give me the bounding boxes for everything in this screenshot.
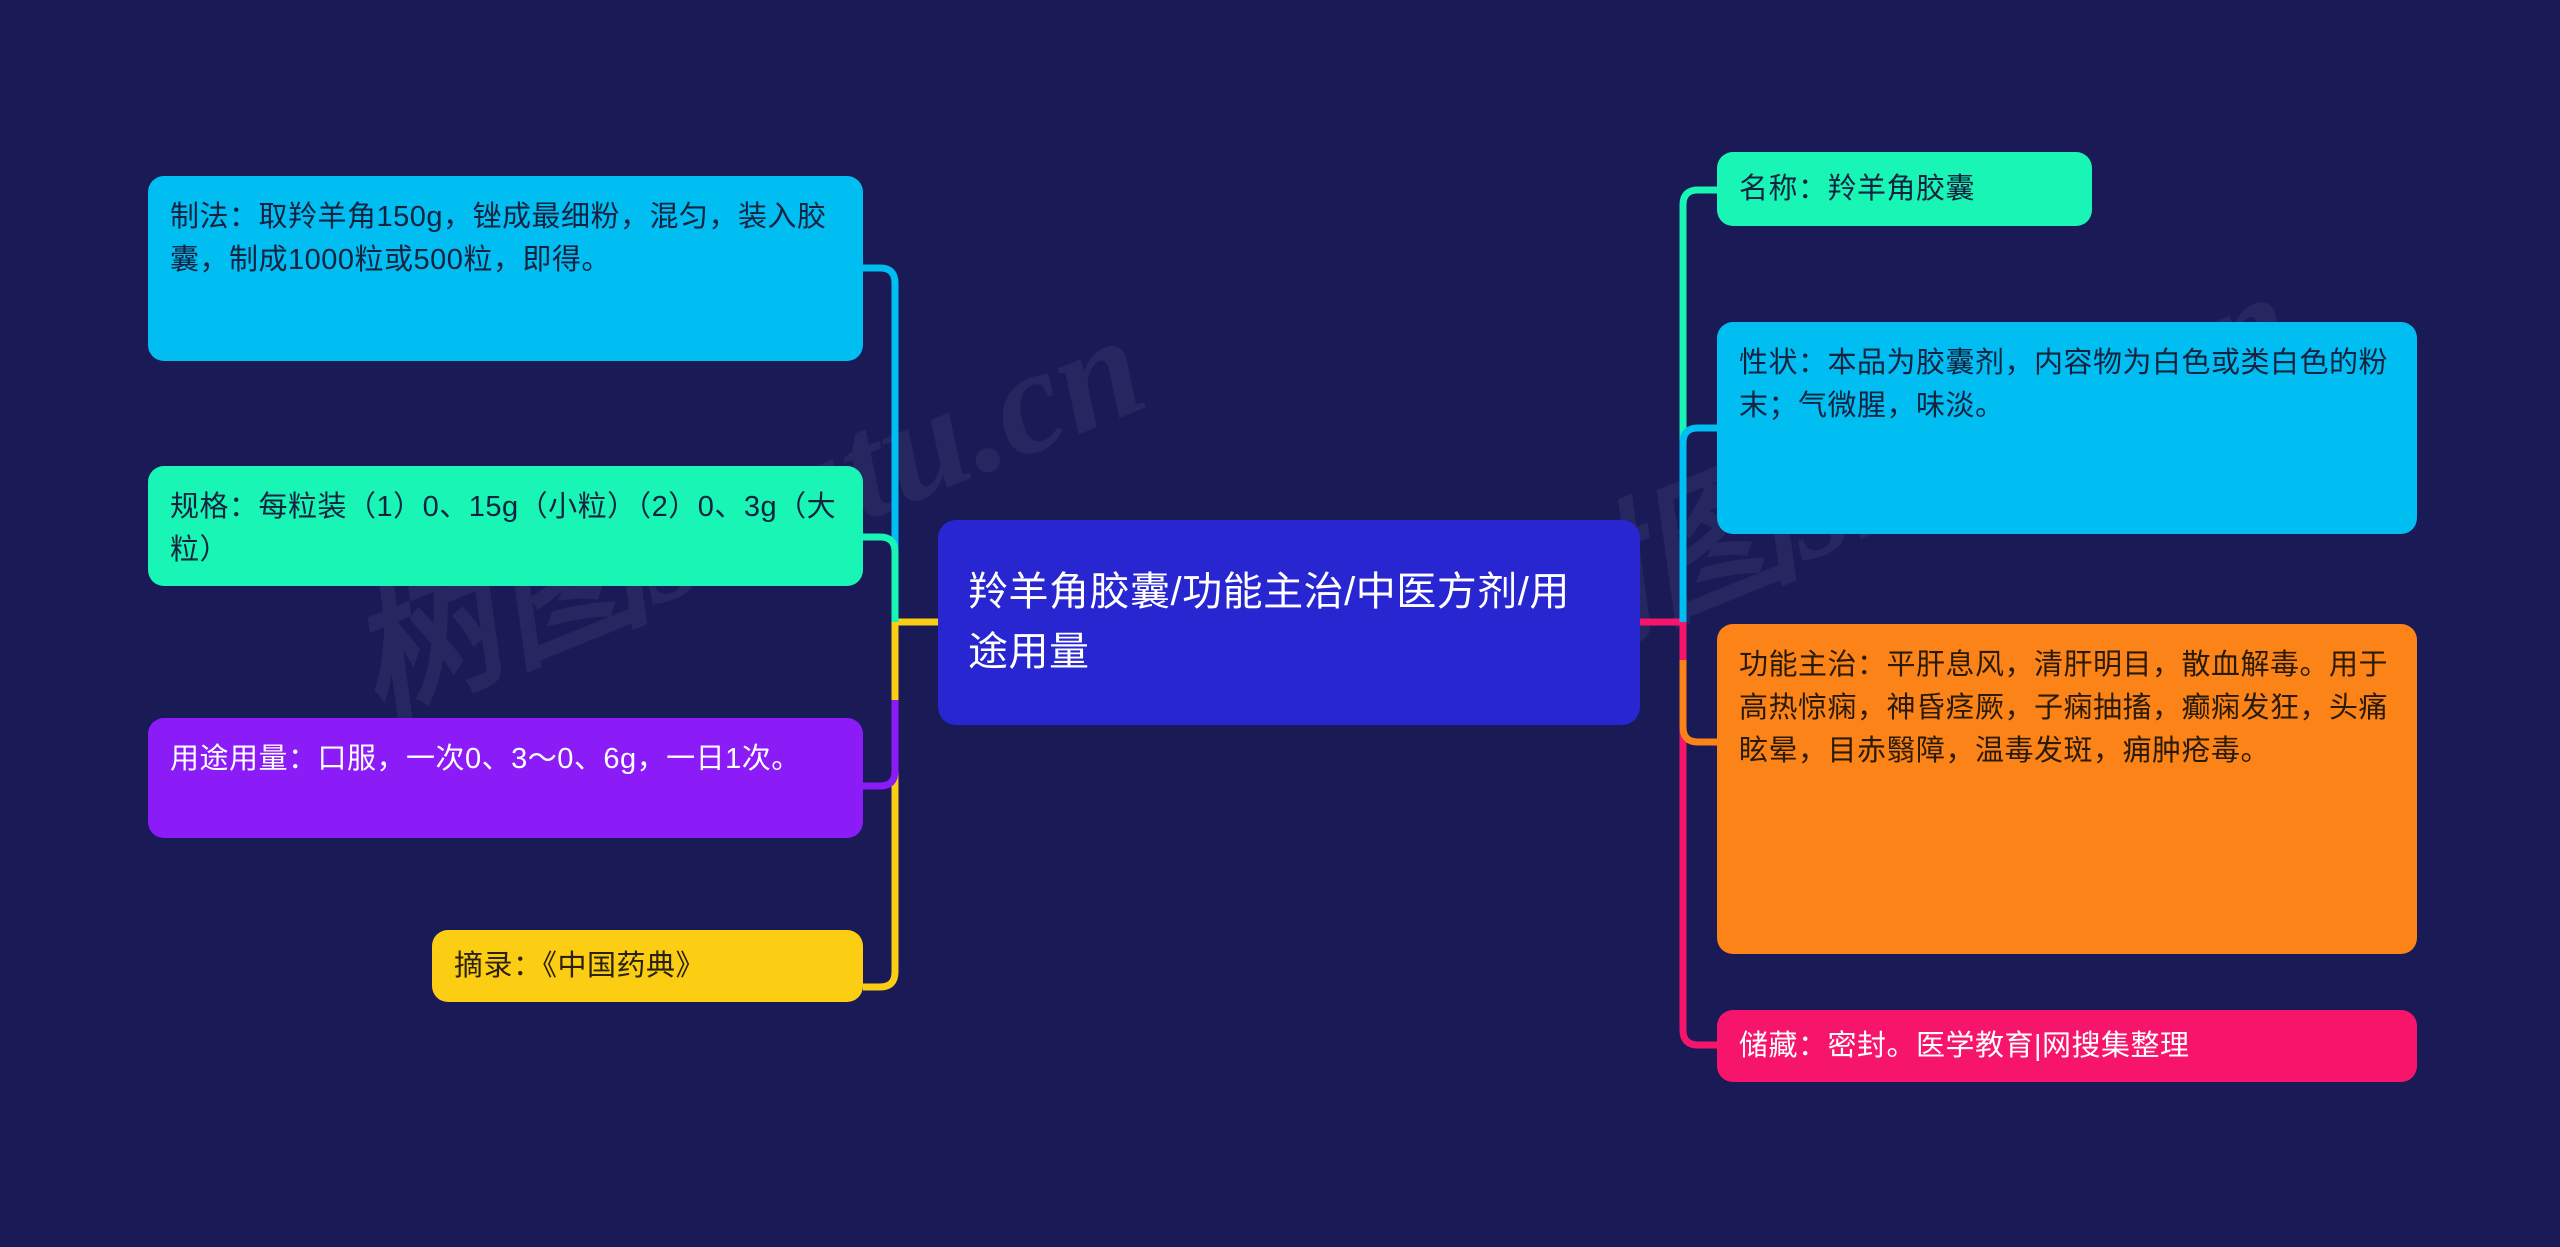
node-mingcheng-label: 名称：羚羊角胶囊 <box>1739 172 1976 205</box>
node-chucang-label: 储藏：密封。医学教育|网搜集整理 <box>1739 1029 2190 1062</box>
link-left-guige <box>863 533 899 622</box>
link-right-xingzhuang <box>1679 424 1717 622</box>
node-xingzhuang[interactable]: 性状：本品为胶囊剂，内容物为白色或类白色的粉末；气微腥，味淡。 <box>1717 322 2417 534</box>
node-zhifa-label: 制法：取羚羊角150g，锉成最细粉，混匀，装入胶囊，制成1000粒或500粒，即… <box>170 201 827 276</box>
link-right-mingcheng <box>1679 186 1717 622</box>
link-left-yongtu <box>863 700 899 790</box>
link-left-trunk <box>863 618 938 991</box>
node-guige[interactable]: 规格：每粒装（1）0、15g（小粒）（2）0、3g（大粒） <box>148 466 863 586</box>
node-zhailu-label: 摘录：《中国药典》 <box>454 949 706 982</box>
node-chucang[interactable]: 储藏：密封。医学教育|网搜集整理 <box>1717 1010 2417 1082</box>
node-xingzhuang-label: 性状：本品为胶囊剂，内容物为白色或类白色的粉末；气微腥，味淡。 <box>1739 347 2389 422</box>
link-right-trunk <box>1640 618 1717 1049</box>
node-yongtu[interactable]: 用途用量：口服，一次0、3～0、6g，一日1次。 <box>148 718 863 838</box>
node-gongneng[interactable]: 功能主治：平肝息风，清肝明目，散血解毒。用于高热惊痫，神昏痉厥，子痫抽搐，癫痫发… <box>1717 624 2417 954</box>
node-zhailu[interactable]: 摘录：《中国药典》 <box>432 930 863 1002</box>
node-zhifa[interactable]: 制法：取羚羊角150g，锉成最细粉，混匀，装入胶囊，制成1000粒或500粒，即… <box>148 176 863 361</box>
node-yongtu-label: 用途用量：口服，一次0、3～0、6g，一日1次。 <box>170 743 801 775</box>
node-mingcheng[interactable]: 名称：羚羊角胶囊 <box>1717 152 2092 226</box>
root-node-label: 羚羊角胶囊/功能主治/中医方剂/用途用量 <box>968 570 1570 674</box>
node-guige-label: 规格：每粒装（1）0、15g（小粒）（2）0、3g（大粒） <box>170 491 837 566</box>
link-left-zhifa <box>863 264 899 622</box>
root-node[interactable]: 羚羊角胶囊/功能主治/中医方剂/用途用量 <box>938 520 1640 725</box>
node-gongneng-label: 功能主治：平肝息风，清肝明目，散血解毒。用于高热惊痫，神昏痉厥，子痫抽搐，癫痫发… <box>1739 649 2389 767</box>
link-right-gongneng <box>1679 660 1717 746</box>
